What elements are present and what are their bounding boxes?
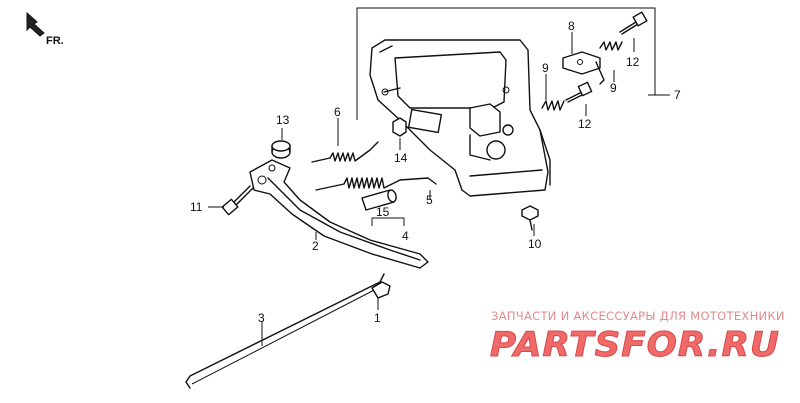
leader-lines <box>208 32 670 346</box>
callout-2: 2 <box>312 239 319 253</box>
callout-9-upper: 9 <box>610 81 617 95</box>
callout-7: 7 <box>674 88 681 102</box>
callout-10: 10 <box>528 237 542 251</box>
screw-12-lower <box>565 81 593 103</box>
control-rod-3 <box>185 273 385 389</box>
control-base-bracket <box>369 39 551 197</box>
callout-14: 14 <box>394 151 408 165</box>
spring-5 <box>315 177 437 191</box>
front-direction-arrow-icon <box>26 11 45 37</box>
screw-12-upper <box>619 11 648 35</box>
callout-12-lower: 12 <box>578 117 592 131</box>
grommet-13 <box>271 140 291 159</box>
callout-13: 13 <box>276 113 290 127</box>
callout-labels: 1 2 3 4 5 6 7 8 9 9 10 11 12 12 13 14 15 <box>190 19 681 325</box>
callout-12-upper: 12 <box>626 55 640 69</box>
callout-8: 8 <box>568 19 575 33</box>
callout-3: 3 <box>258 311 265 325</box>
callout-4: 4 <box>402 229 409 243</box>
bolt-10 <box>521 205 539 231</box>
collar-15 <box>361 189 397 211</box>
callout-15: 15 <box>376 205 390 219</box>
bolt-11 <box>221 185 254 216</box>
bracket-part-8 <box>562 51 605 85</box>
watermark-brand: PARTSFOR.RU <box>490 325 780 365</box>
clip-1 <box>371 281 391 299</box>
control-lever-2 <box>249 159 429 269</box>
direction-label: FR. <box>46 35 64 47</box>
callout-6: 6 <box>334 105 341 119</box>
callout-9-lower: 9 <box>542 61 549 75</box>
callout-5: 5 <box>426 193 433 207</box>
nut-14 <box>392 117 407 137</box>
watermark-tagline: ЗАПЧАСТИ И АКСЕССУАРЫ ДЛЯ МОТОТЕХНИКИ <box>491 309 785 323</box>
small-spring-9-upper <box>599 41 623 51</box>
spring-6 <box>311 141 379 163</box>
watermark: ЗАПЧАСТИ И АКСЕССУАРЫ ДЛЯ МОТОТЕХНИКИ PA… <box>490 309 785 366</box>
callout-1: 1 <box>374 311 381 325</box>
callout-11: 11 <box>190 200 203 214</box>
small-spring-9-lower <box>541 100 565 111</box>
